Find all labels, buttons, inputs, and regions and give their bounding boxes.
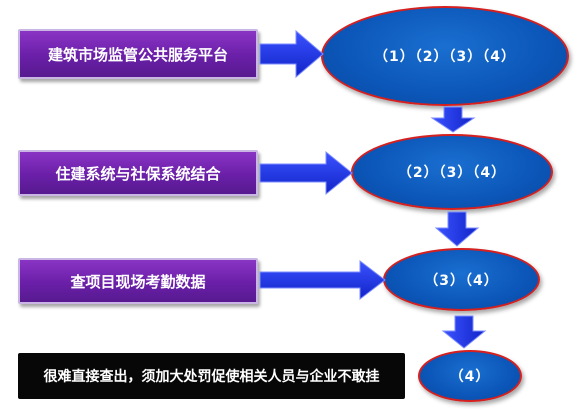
down-arrow-2 <box>434 211 480 247</box>
ellipse-3-text: （3）（4） <box>424 272 499 289</box>
row-2-box: 住建系统与社保系统结合 <box>18 150 258 196</box>
ellipse-4: （4） <box>418 350 522 402</box>
ellipse-2: （2）（3）（4） <box>351 134 553 210</box>
ellipse-1: （1）（2）（3）（4） <box>321 6 569 106</box>
ellipse-4-text: （4） <box>449 369 491 385</box>
row-3-label: 查项目现场考勤数据 <box>70 272 206 291</box>
right-arrow-3 <box>259 259 386 301</box>
down-arrow-3 <box>441 315 487 349</box>
row-4-box: 很难直接查出，须加大处罚促使相关人员与企业不敢挂 <box>18 353 405 399</box>
row-4-label: 很难直接查出，须加大处罚促使相关人员与企业不敢挂 <box>43 369 380 385</box>
right-arrow-2 <box>259 150 353 196</box>
ellipse-2-text: （2）（3）（4） <box>397 165 507 181</box>
row-3-box: 查项目现场考勤数据 <box>18 258 258 304</box>
down-arrow-1 <box>430 106 476 133</box>
row-1-label: 建筑市场监管公共服务平台 <box>47 45 228 64</box>
row-1-box: 建筑市场监管公共服务平台 <box>18 29 258 79</box>
ellipse-1-text: （1）（2）（3）（4） <box>374 49 516 65</box>
row-2-label: 住建系统与社保系统结合 <box>55 164 221 183</box>
right-arrow-1 <box>259 29 324 79</box>
